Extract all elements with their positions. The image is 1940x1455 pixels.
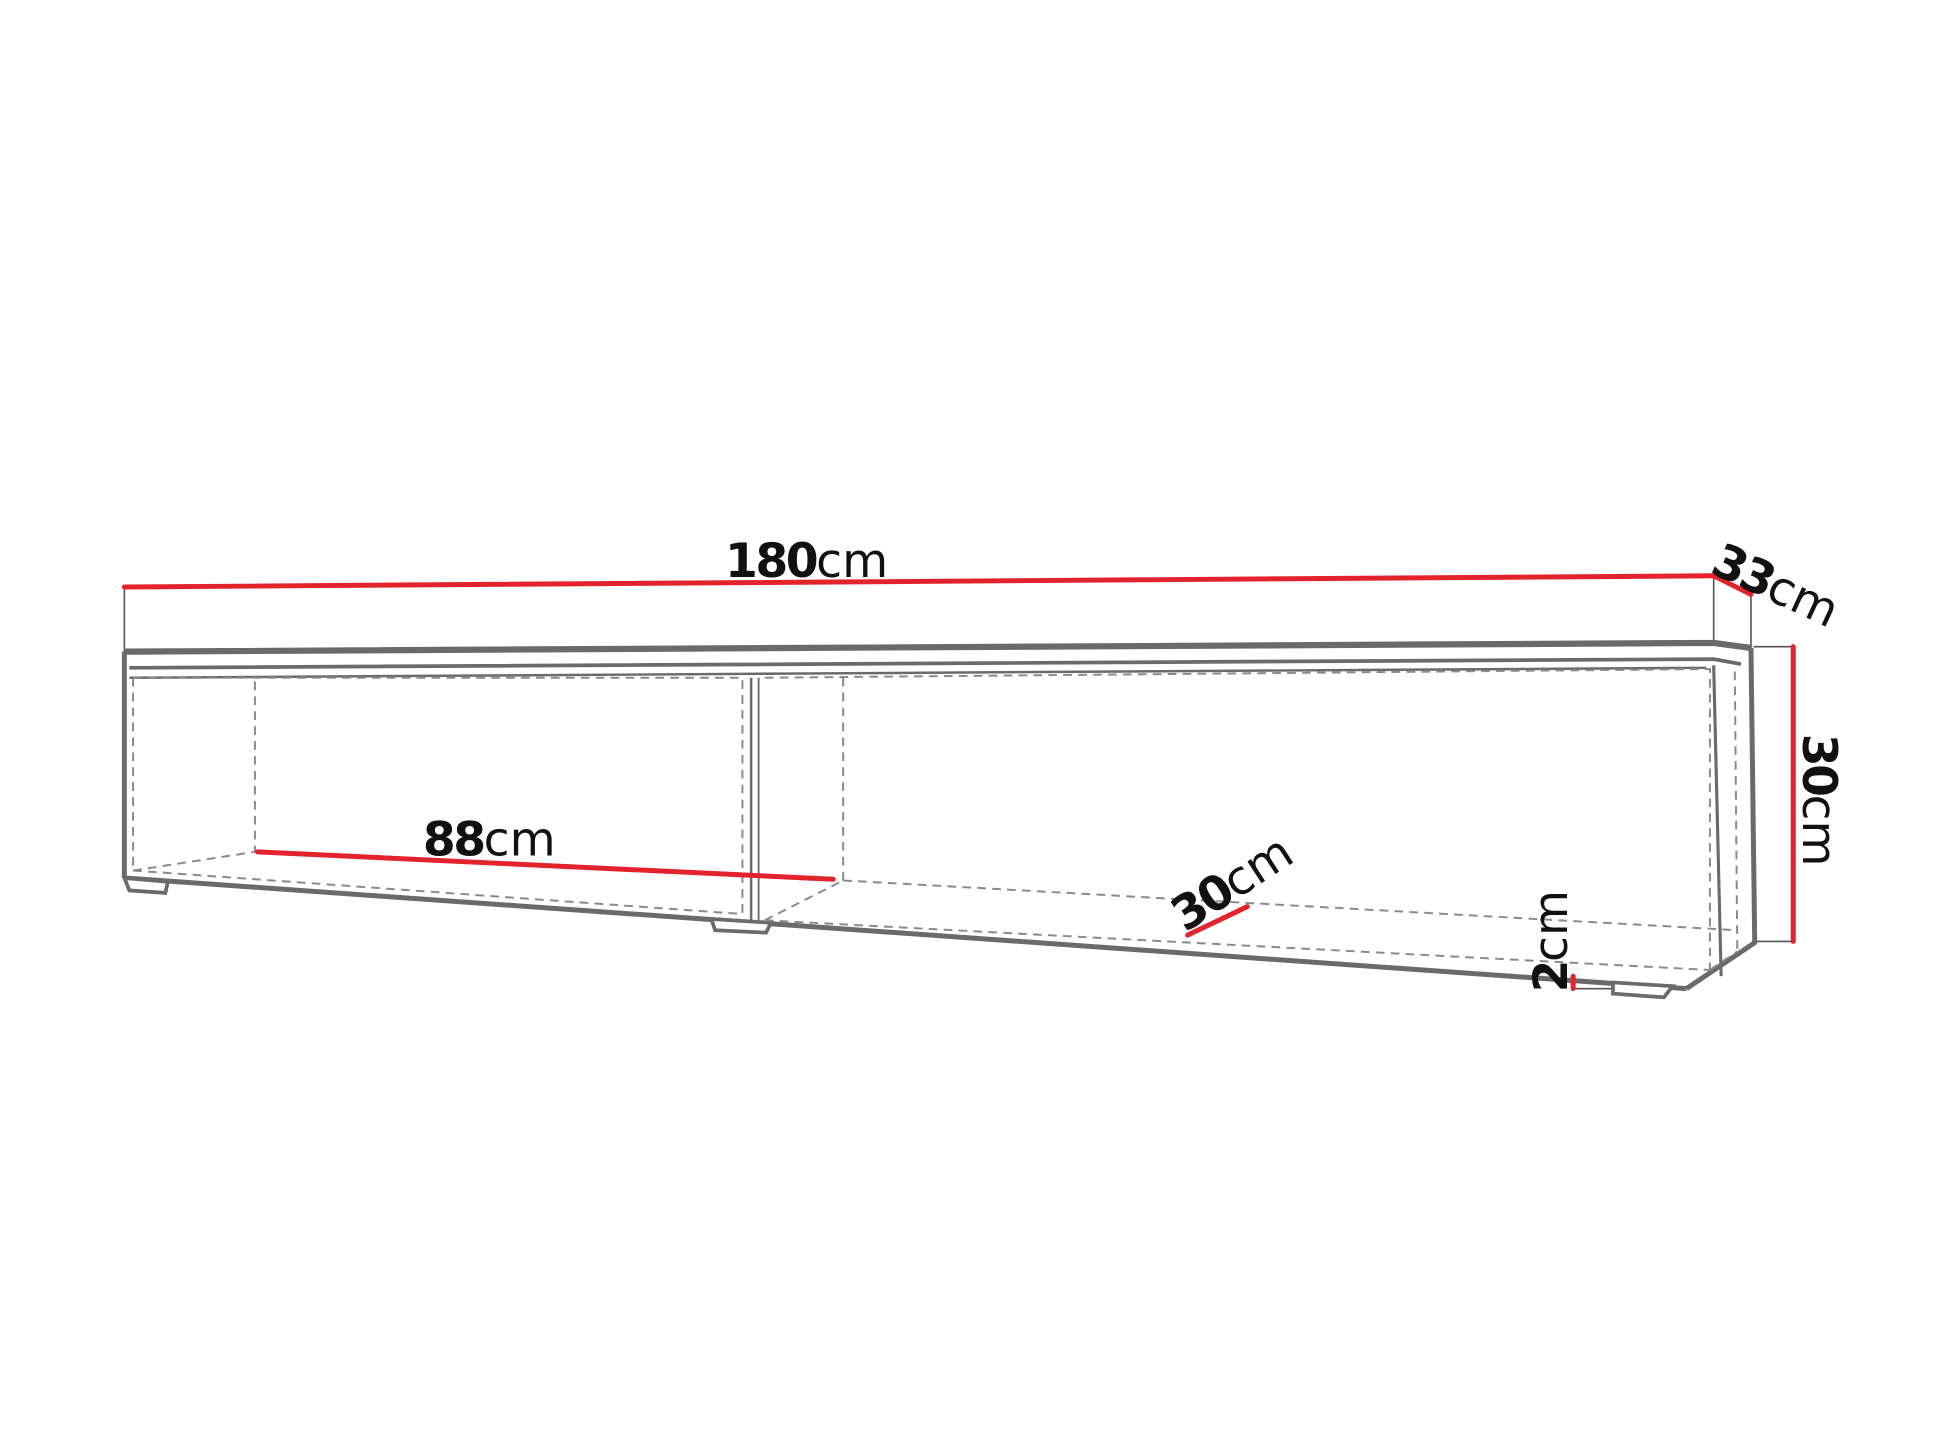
depth-dimension-line bbox=[1711, 573, 1754, 597]
compartment-depth-label: 30cm bbox=[1162, 824, 1303, 942]
compartment-width-line bbox=[254, 849, 836, 882]
compartment-depth-line bbox=[1185, 904, 1250, 938]
height-label: 30cm bbox=[1791, 734, 1846, 867]
foot-right bbox=[1611, 980, 1677, 1000]
foot-left bbox=[121, 875, 171, 895]
depth-label: 33cm bbox=[1704, 533, 1848, 639]
extension-lines bbox=[123, 575, 1794, 990]
foot-middle bbox=[708, 916, 774, 935]
dimension-lines bbox=[121, 573, 1796, 992]
width-label: 180cm bbox=[725, 534, 888, 589]
compartment-width-label: 88cm bbox=[423, 813, 556, 868]
hidden-edges bbox=[132, 668, 1739, 971]
width-dimension-line bbox=[121, 573, 1717, 590]
cabinet-outline bbox=[121, 639, 1758, 1000]
foot-height-label: 2cm bbox=[1524, 890, 1579, 992]
